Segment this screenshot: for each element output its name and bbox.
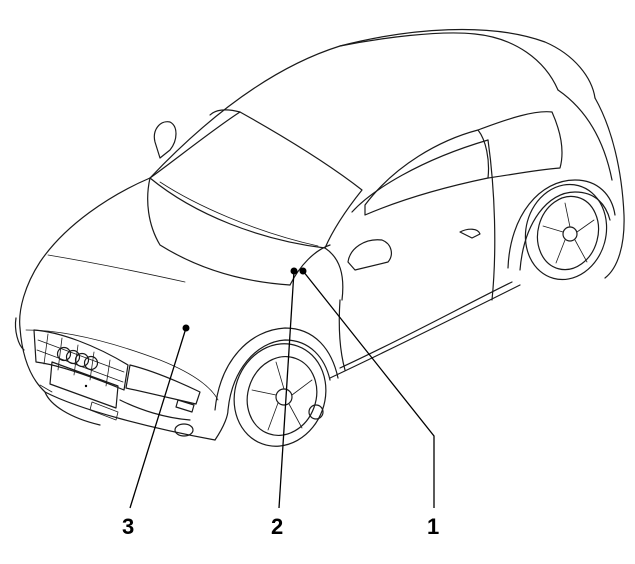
leader-3: [129, 327, 187, 509]
callout-3: 3: [122, 514, 134, 539]
rear-wheel: [524, 183, 608, 281]
leader-1: [302, 270, 435, 508]
front-wheel: [233, 343, 327, 447]
callout-2: 2: [271, 514, 283, 539]
leader-2: [278, 270, 295, 509]
callout-1: 1: [427, 514, 439, 539]
mirrors: [153, 121, 481, 271]
front-lights: [14, 317, 201, 437]
car-body: [19, 28, 625, 441]
front-grille: [33, 329, 129, 421]
